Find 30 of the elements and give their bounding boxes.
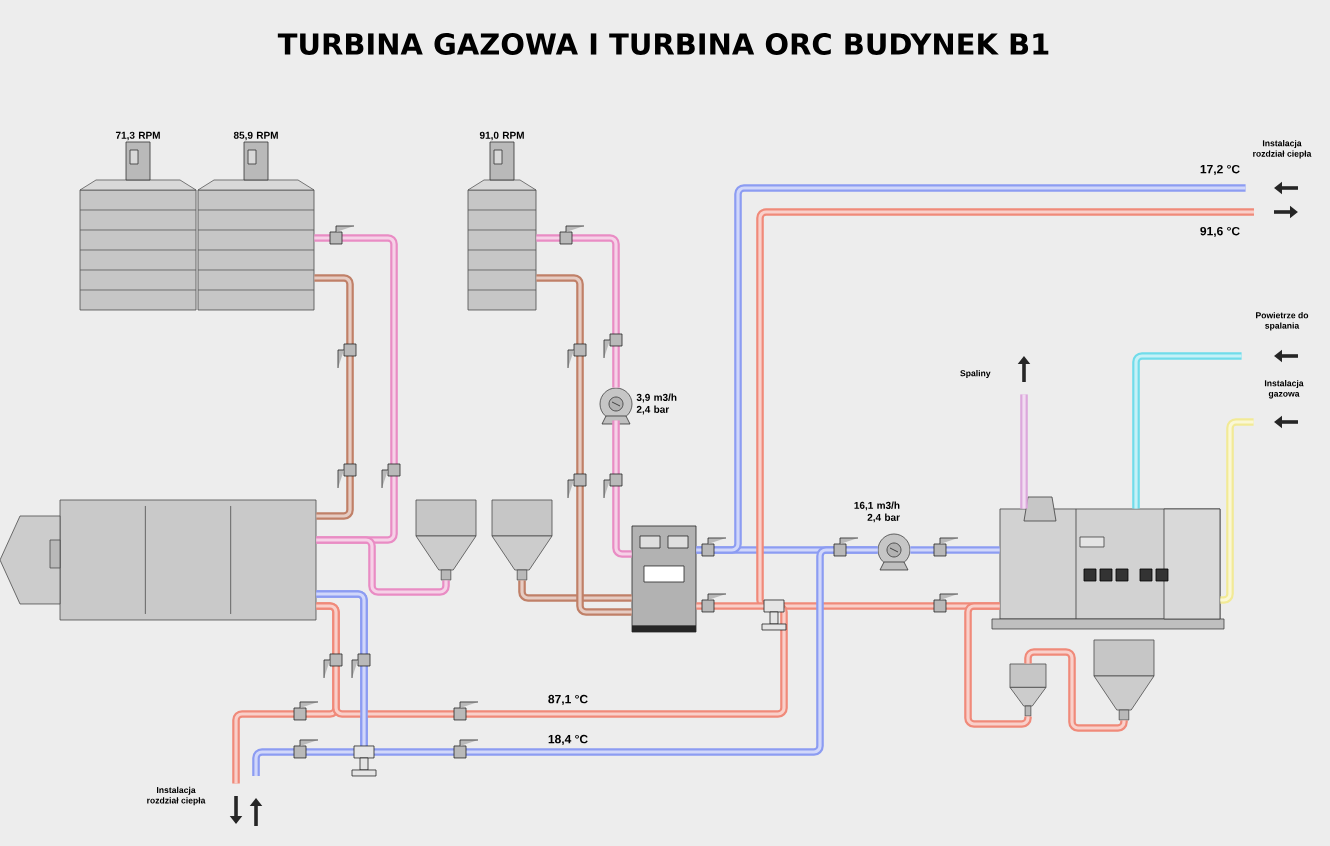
pipe (316, 546, 878, 756)
tank-drawing (79, 141, 197, 311)
hopper-drawing (1093, 639, 1155, 721)
hopper-drawing (1009, 663, 1047, 717)
pipe (314, 234, 398, 544)
hopper-drawing (415, 499, 477, 581)
pipe (696, 184, 1246, 554)
pipe (1132, 352, 1242, 509)
pipe (612, 420, 632, 558)
pump-drawing (877, 533, 911, 571)
pipe (316, 536, 450, 596)
pipe (1220, 418, 1254, 604)
pipe (910, 546, 1000, 554)
pipe (536, 234, 620, 388)
orc-unit-drawing (631, 525, 697, 633)
gas-turbine-drawing (991, 496, 1225, 630)
tank-drawing (467, 141, 537, 311)
pump-drawing (599, 387, 633, 425)
pipe (756, 208, 1254, 610)
hopper-drawing (491, 499, 553, 581)
tank-drawing (197, 141, 315, 311)
pipe (518, 580, 632, 602)
pipe (964, 602, 1032, 728)
title: TURBINA GAZOWA I TURBINA ORC BUDYNEK B1 (277, 33, 1049, 55)
pipe (314, 274, 354, 520)
pipe (1020, 394, 1028, 509)
dryer-drawing (0, 499, 317, 621)
pipe (316, 602, 788, 718)
pipe (536, 274, 632, 616)
pipe (1024, 648, 1128, 732)
